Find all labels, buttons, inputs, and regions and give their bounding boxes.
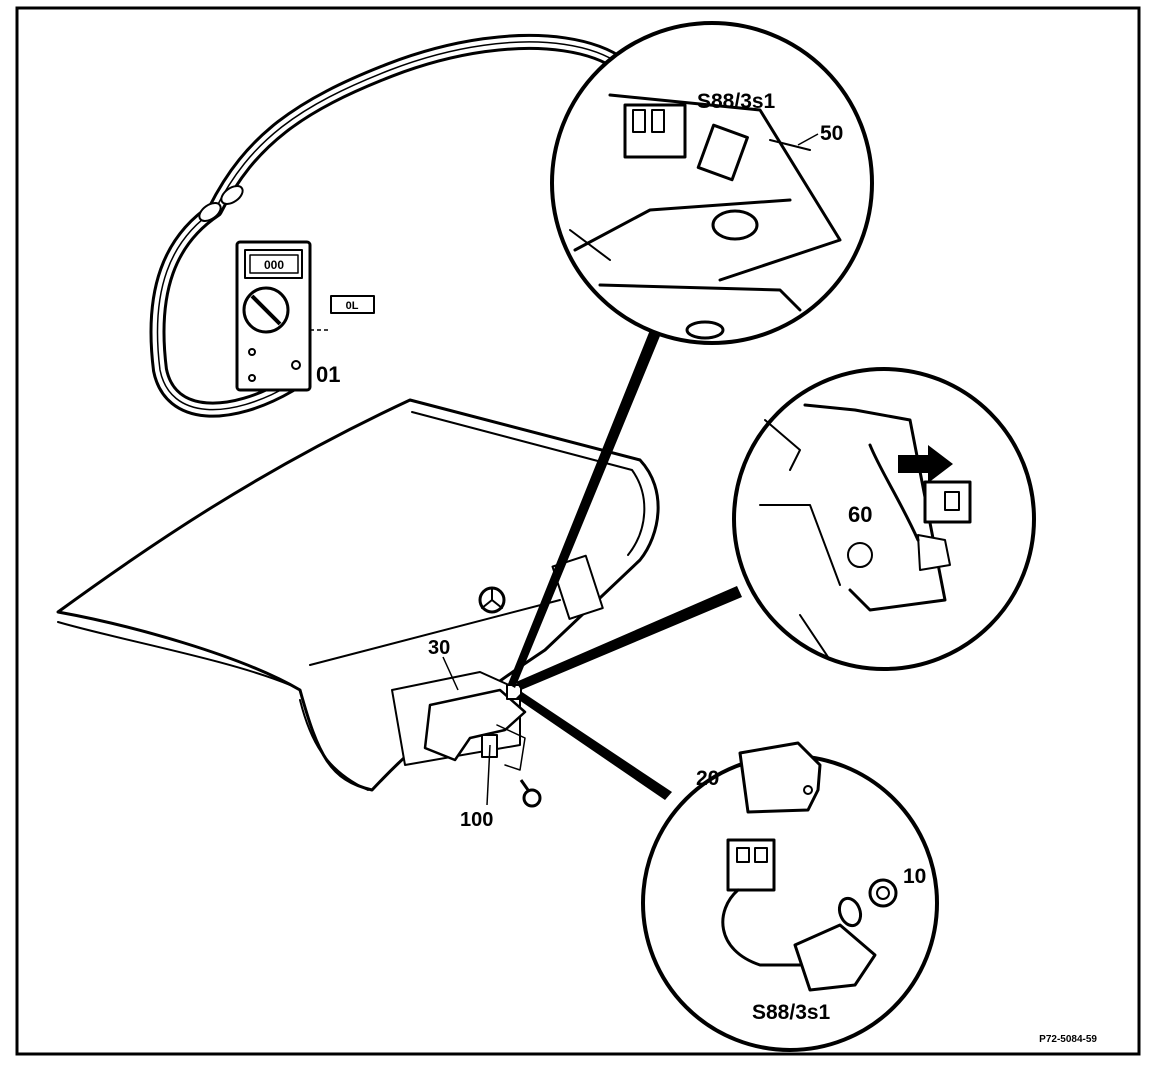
label-20: 20 [696, 767, 719, 790]
label-100: 100 [460, 809, 493, 831]
multimeter: 000 [235, 240, 330, 392]
test-cable [149, 33, 653, 418]
switch-body [793, 923, 877, 992]
label-50: 50 [820, 122, 843, 145]
meter-reading-box [330, 295, 375, 314]
label-10: 10 [903, 865, 926, 888]
detail-removed-parts [641, 741, 939, 1052]
cover-20 [738, 741, 822, 814]
label-60: 60 [848, 502, 872, 527]
label-s88-top: S88/3s1 [697, 90, 776, 113]
label-s88-bottom: S88/3s1 [752, 1001, 831, 1024]
detail-switch-in-lock [550, 21, 874, 345]
leader-to-top-detail [508, 330, 660, 688]
o-ring [837, 896, 863, 928]
multimeter-display [249, 254, 299, 274]
figure-code: P72-5084-59 [1039, 1034, 1097, 1045]
arrow-right-icon [898, 445, 953, 483]
detail-unplug-connector [732, 367, 1036, 671]
meter-reading-label: 0L [346, 300, 359, 312]
label-30: 30 [428, 637, 450, 659]
figure-frame [15, 6, 1141, 1056]
multimeter-display-value: 000 [264, 258, 284, 272]
leader-to-bottom-detail [516, 692, 672, 800]
screw [519, 779, 542, 808]
leader-to-right-detail [516, 586, 742, 690]
label-01: 01 [316, 362, 340, 387]
